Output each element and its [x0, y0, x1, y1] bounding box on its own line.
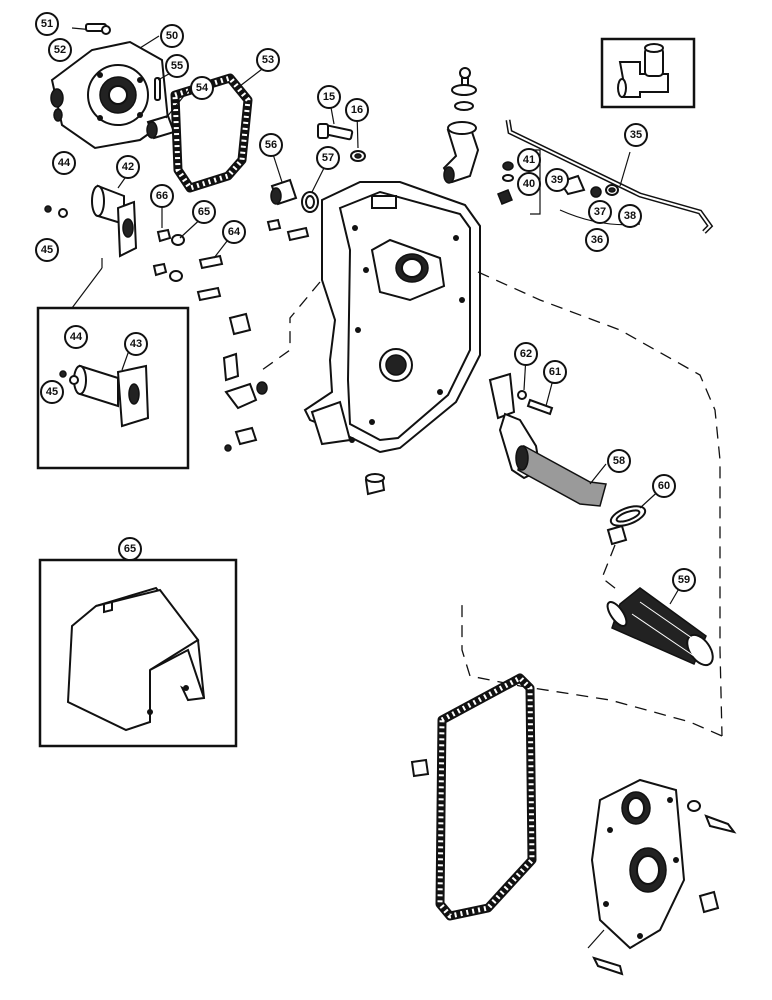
callout-64: 64: [222, 220, 246, 244]
sleeve-42: [44, 184, 138, 309]
callout-61: 61: [543, 360, 567, 384]
cover-hardware: [587, 800, 737, 976]
callout-51: 51: [35, 12, 59, 36]
inset-sleeve-43: [36, 306, 190, 470]
callout-44-inset: 44: [64, 325, 88, 349]
hose-59: [606, 587, 714, 667]
callout-59: 59: [672, 568, 696, 592]
callout-15: 15: [317, 85, 341, 109]
bushing-56-57: [270, 178, 319, 213]
svg-text:40: 40: [523, 178, 535, 190]
svg-text:54: 54: [196, 82, 209, 94]
pin-55: [154, 77, 161, 101]
callout-57: 57: [316, 146, 340, 170]
dashed-leader-right: [477, 271, 723, 737]
svg-text:60: 60: [658, 480, 670, 492]
svg-text:44: 44: [70, 331, 83, 343]
main-housing: [303, 181, 481, 454]
callout-45-top: 45: [35, 238, 59, 262]
gasket-53: [170, 73, 253, 193]
callout-16: 16: [345, 98, 369, 122]
callout-36: 36: [585, 228, 609, 252]
svg-text:37: 37: [594, 206, 606, 218]
callout-60: 60: [652, 474, 676, 498]
svg-text:65: 65: [198, 206, 210, 218]
clamp-60: [606, 505, 647, 546]
svg-text:50: 50: [166, 30, 178, 42]
bolt-15: [317, 123, 366, 162]
callout-58: 58: [607, 449, 631, 473]
callout-45-inset: 45: [40, 380, 64, 404]
nut: [410, 758, 430, 778]
svg-text:45: 45: [46, 386, 58, 398]
pump-assembly: [50, 40, 170, 150]
dashed-leader-hose: [601, 544, 621, 593]
callout-65-top: 65: [192, 200, 216, 224]
callout-38: 38: [618, 204, 642, 228]
callout-56: 56: [259, 133, 283, 157]
svg-text:15: 15: [323, 91, 335, 103]
bolt-51: [71, 23, 111, 35]
callout-37: 37: [588, 200, 612, 224]
callout-55: 55: [165, 54, 189, 78]
callout-54: 54: [190, 76, 214, 100]
svg-text:53: 53: [262, 54, 274, 66]
callout-53: 53: [256, 48, 280, 72]
svg-text:41: 41: [523, 154, 535, 166]
svg-text:65: 65: [124, 543, 136, 555]
svg-text:39: 39: [551, 174, 563, 186]
callout-39: 39: [545, 168, 569, 192]
svg-text:43: 43: [130, 338, 142, 350]
inset-elbow-detail: [600, 37, 696, 109]
callout-66: 66: [150, 184, 174, 208]
callout-40: 40: [517, 172, 541, 196]
cover-plate: [590, 778, 686, 950]
svg-text:16: 16: [351, 104, 363, 116]
svg-text:57: 57: [322, 152, 334, 164]
svg-text:36: 36: [591, 234, 603, 246]
plug: [364, 473, 386, 496]
svg-text:51: 51: [41, 18, 53, 30]
dashed-leader-left: [261, 281, 321, 371]
svg-text:59: 59: [678, 574, 690, 586]
svg-text:44: 44: [58, 157, 71, 169]
svg-text:42: 42: [122, 161, 134, 173]
callout-35: 35: [624, 123, 648, 147]
dashed-leader-cover: [461, 600, 723, 737]
cover-gasket: [435, 673, 537, 921]
callout-42: 42: [116, 155, 140, 179]
callout-43: 43: [124, 332, 148, 356]
callout-44-top: 44: [52, 151, 76, 175]
svg-text:35: 35: [630, 129, 642, 141]
lever-58: [488, 372, 607, 507]
tube-35: [505, 119, 714, 234]
callout-41: 41: [517, 148, 541, 172]
svg-text:56: 56: [265, 139, 277, 151]
svg-text:45: 45: [41, 244, 53, 256]
svg-text:61: 61: [549, 366, 561, 378]
callout-50: 50: [160, 24, 184, 48]
inset-shield-65: [38, 558, 238, 748]
svg-text:55: 55: [171, 60, 183, 72]
svg-text:64: 64: [228, 226, 241, 238]
callout-52: 52: [48, 38, 72, 62]
small-hardware-left: [152, 218, 310, 452]
svg-text:62: 62: [520, 348, 532, 360]
svg-text:52: 52: [54, 44, 66, 56]
callout-65-inset: 65: [118, 537, 142, 561]
filler-elbow: [442, 67, 480, 184]
svg-text:38: 38: [624, 210, 636, 222]
callout-62: 62: [514, 342, 538, 366]
svg-text:66: 66: [156, 190, 168, 202]
svg-text:58: 58: [613, 455, 625, 467]
